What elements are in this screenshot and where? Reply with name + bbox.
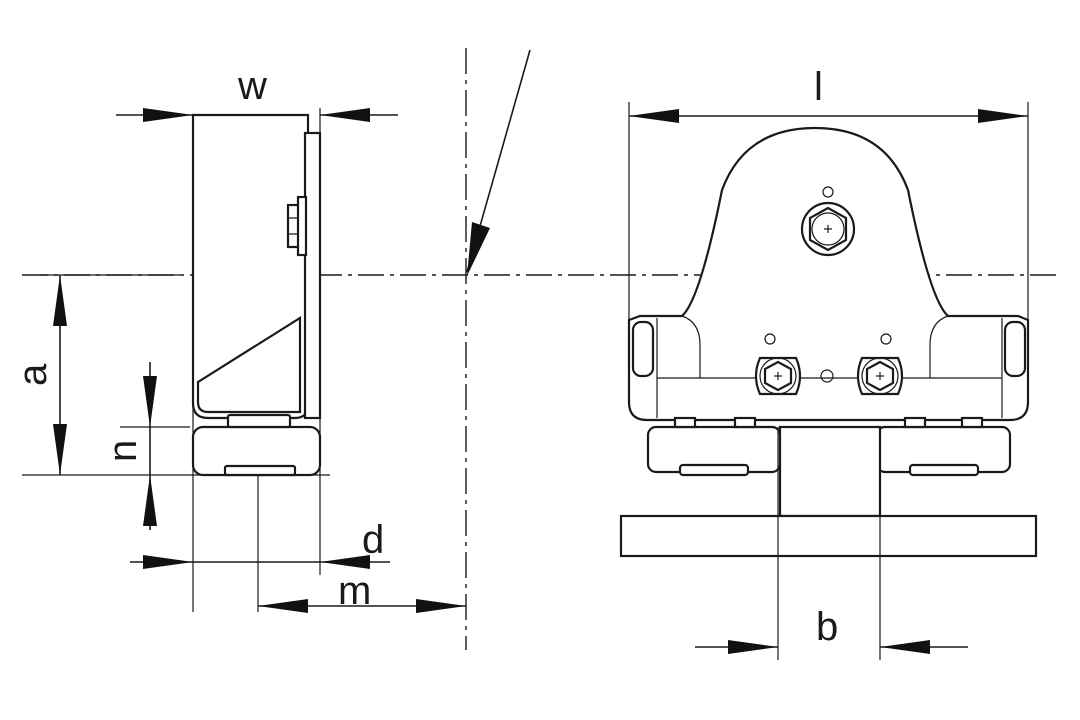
dimension-label-n: n [101, 440, 145, 462]
dimension-l: l [629, 65, 1028, 123]
side-view [22, 108, 330, 612]
dimension-d: d [130, 518, 390, 569]
rail-section [619, 514, 1038, 558]
dimension-label-a: a [11, 363, 55, 386]
front-bracket [627, 126, 1030, 422]
side-plate [303, 131, 322, 420]
front-center-screw-icon [820, 369, 834, 383]
front-view [619, 102, 1038, 660]
dimension-label-b: b [816, 605, 838, 649]
load-arrowhead [467, 222, 490, 276]
front-left-bolt-icon [754, 333, 802, 396]
side-bolt-icon [286, 195, 308, 257]
dimension-label-w: w [237, 64, 267, 108]
dimension-a: a [11, 275, 67, 475]
front-right-bolt-icon [856, 333, 904, 396]
dimension-m: m [258, 569, 466, 613]
dimension-n: n [101, 362, 157, 530]
dimension-w: w [116, 64, 398, 122]
dimension-b: b [695, 605, 968, 654]
dimension-label-m: m [338, 569, 371, 613]
front-top-bolt-icon [800, 186, 856, 257]
rail-web-section [778, 425, 882, 518]
dimension-label-l: l [814, 65, 823, 109]
dimension-label-d: d [362, 518, 384, 562]
